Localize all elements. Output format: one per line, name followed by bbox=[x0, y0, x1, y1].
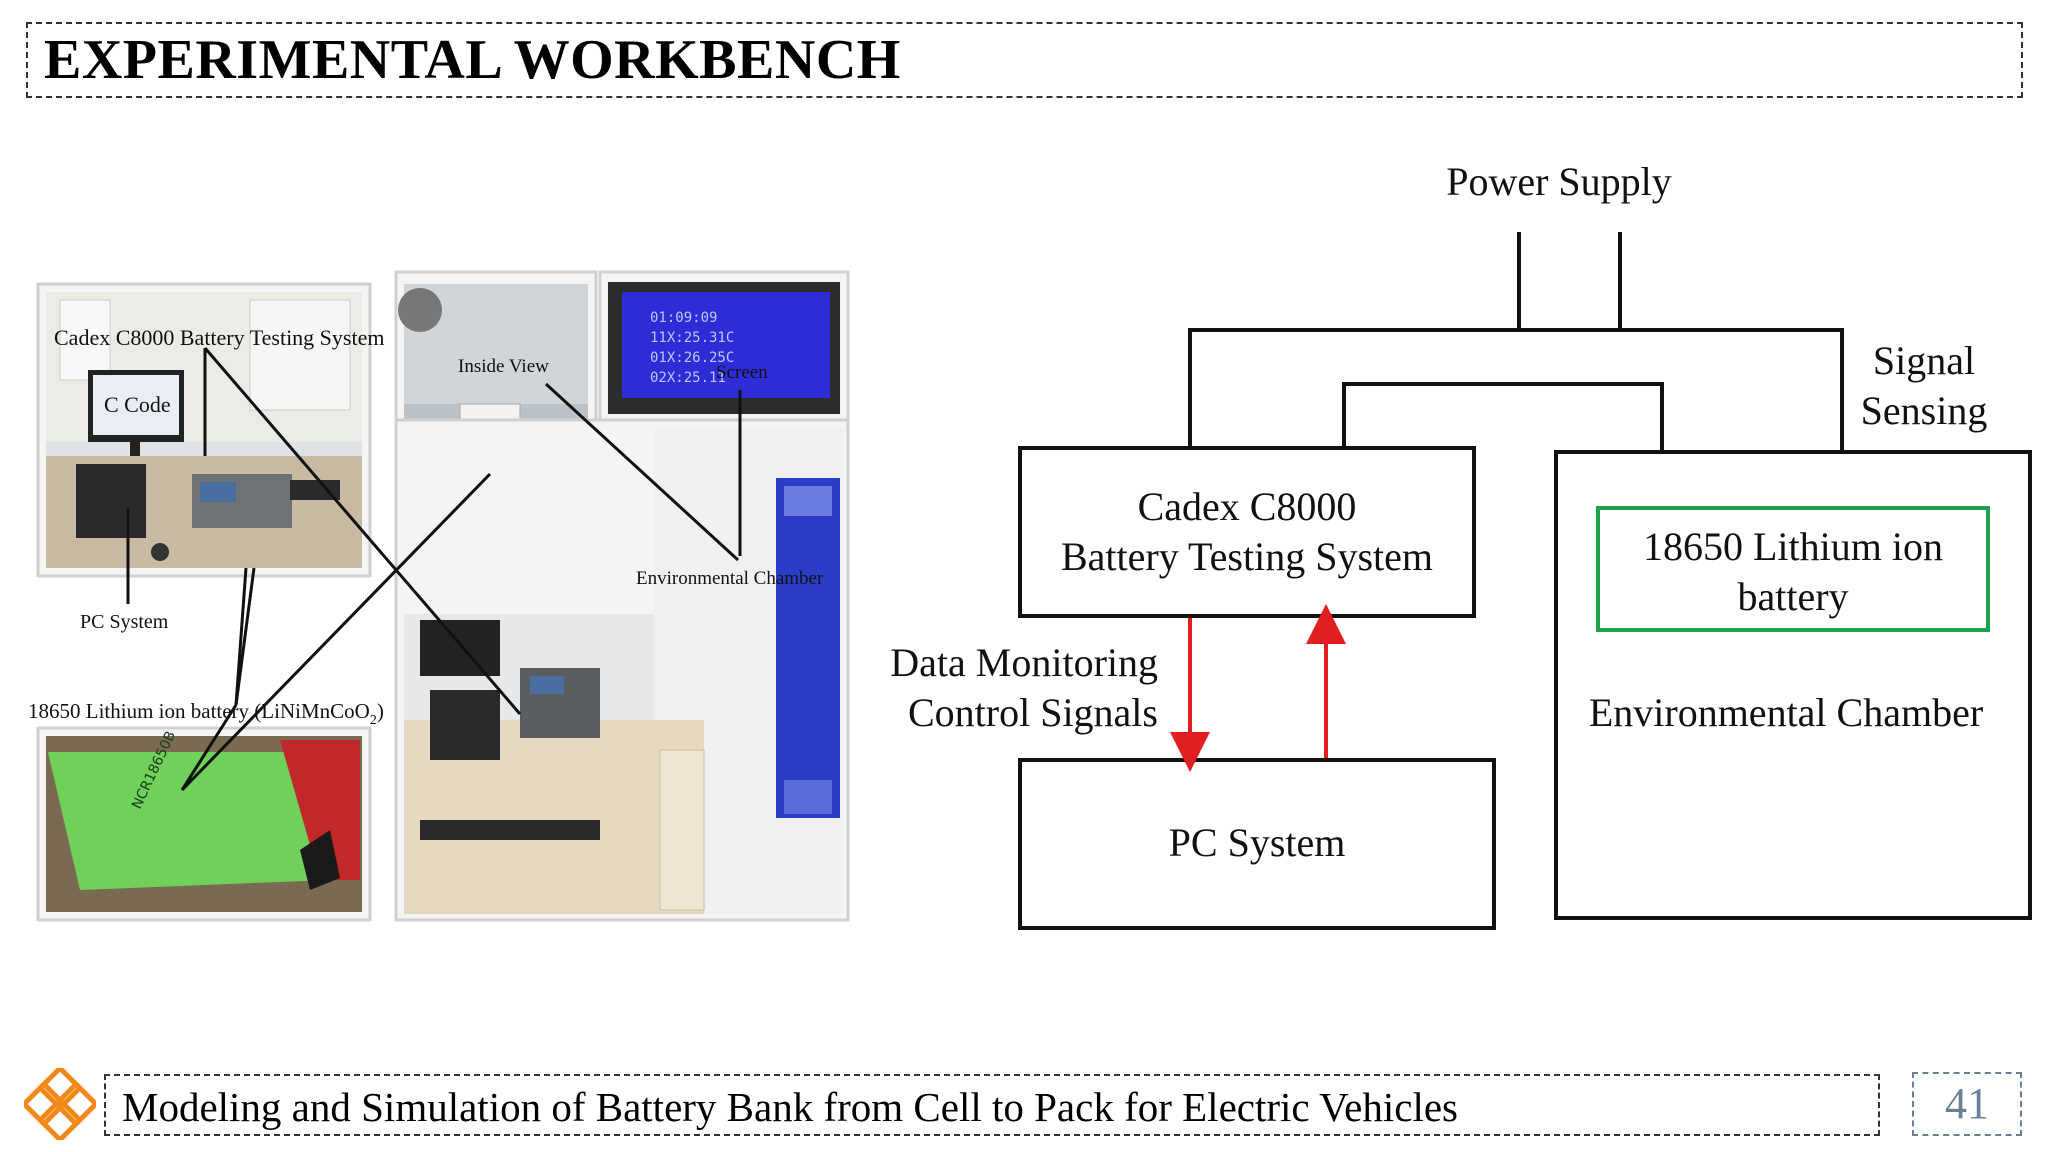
photo-label-cadex: Cadex C8000 Battery Testing System bbox=[54, 325, 384, 350]
cadex-line-1: Cadex C8000 bbox=[1138, 484, 1357, 529]
label-control-signals: Control Signals bbox=[908, 690, 1158, 735]
battery-line-2: battery bbox=[1737, 574, 1848, 619]
label-data-monitoring: Data Monitoring bbox=[890, 640, 1158, 685]
cadex-line-2: Battery Testing System bbox=[1061, 534, 1433, 579]
footer-box: Modeling and Simulation of Battery Bank … bbox=[104, 1074, 1880, 1136]
screen-photo: 01:09:09 11X:25.31C 01X:26.25C 02X:25.11 bbox=[598, 270, 850, 422]
battery-box bbox=[1596, 506, 1990, 632]
photo-label-c-code: C Code bbox=[104, 392, 171, 417]
screen-line-2: 11X:25.31C bbox=[650, 330, 734, 346]
battery-photo: NCR18650B bbox=[36, 726, 372, 922]
pc-system-box bbox=[1018, 758, 1496, 930]
label-environmental-chamber: Environmental Chamber bbox=[1589, 690, 1983, 735]
photo-label-pc-system: PC System bbox=[80, 611, 169, 633]
label-power-supply: Power Supply bbox=[1446, 159, 1672, 204]
screen-line-3: 01X:26.25C bbox=[650, 350, 734, 366]
logo-knot-icon bbox=[24, 1068, 96, 1140]
slide-title: EXPERIMENTAL WORKBENCH bbox=[44, 29, 901, 91]
page-number: 41 bbox=[1945, 1079, 1989, 1128]
label-sensing: Sensing bbox=[1861, 388, 1988, 433]
bench-chamber-photo bbox=[394, 418, 850, 922]
screen-line-4: 02X:25.11 bbox=[650, 370, 726, 386]
footer-text: Modeling and Simulation of Battery Bank … bbox=[122, 1084, 1459, 1130]
page-number-box: 41 bbox=[1912, 1072, 2022, 1136]
photo-label-battery: 18650 Lithium ion battery (LiNiMnCoO2) bbox=[28, 699, 384, 728]
screen-line-1: 01:09:09 bbox=[650, 310, 717, 326]
cadex-box bbox=[1018, 446, 1476, 618]
photo-label-screen: Screen bbox=[716, 362, 768, 383]
photo-label-inside-view: Inside View bbox=[458, 356, 549, 377]
photo-label-env-chamber: Environmental Chamber bbox=[636, 568, 824, 589]
battery-line-1: 18650 Lithium ion bbox=[1643, 524, 1943, 569]
battery-label-main: 18650 Lithium ion battery (LiNiMnCoO bbox=[28, 699, 370, 723]
pc-system-label: PC System bbox=[1169, 820, 1346, 865]
battery-label-sub: 2 bbox=[370, 713, 377, 728]
env-chamber-box bbox=[1554, 450, 2032, 920]
label-signal: Signal bbox=[1873, 338, 1975, 383]
title-box: EXPERIMENTAL WORKBENCH bbox=[26, 22, 2023, 98]
battery-label-close: ) bbox=[377, 699, 384, 723]
